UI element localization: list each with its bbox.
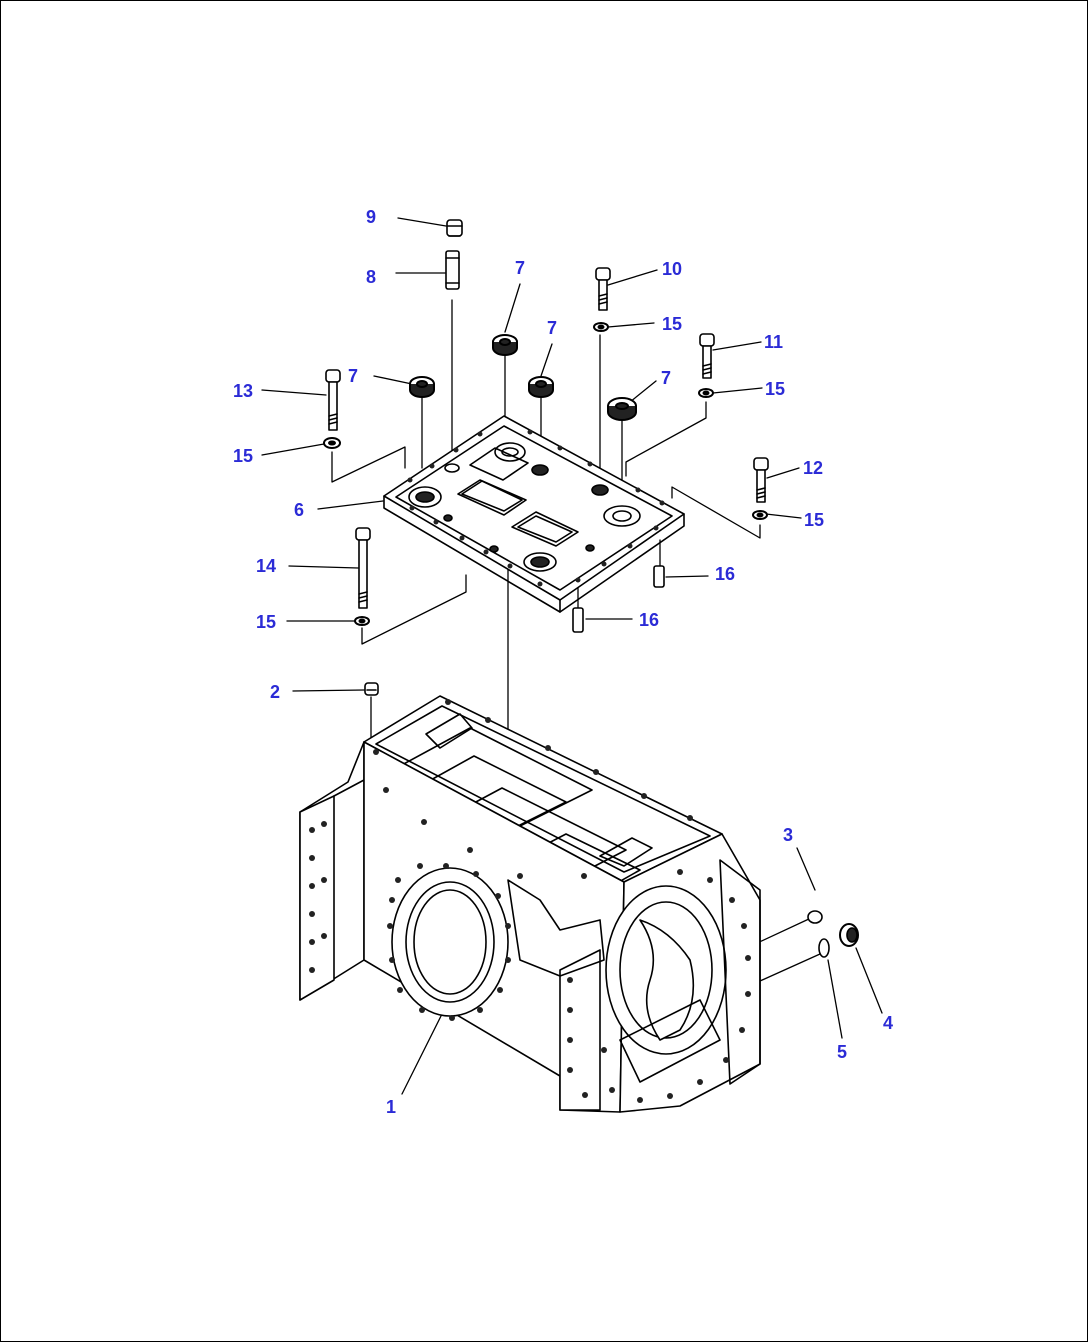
- callout-1: 1: [386, 1097, 396, 1117]
- callout-5: 5: [837, 1042, 847, 1062]
- callout-12: 12: [803, 458, 823, 478]
- callout-7: 7: [348, 366, 358, 386]
- part-seal-7: [409, 334, 637, 421]
- callout-10: 10: [662, 259, 682, 279]
- callout-9: 9: [366, 207, 376, 227]
- callout-8: 8: [366, 267, 376, 287]
- leader-lines: [261, 217, 883, 1095]
- callout-15: 15: [765, 379, 785, 399]
- callout-16: 16: [715, 564, 735, 584]
- callout-7: 7: [515, 258, 525, 278]
- part-sleeve-8: [445, 250, 460, 290]
- callout-15: 15: [256, 612, 276, 632]
- part-washers-15: [323, 322, 768, 626]
- callout-14: 14: [256, 556, 276, 576]
- callout-2: 2: [270, 682, 280, 702]
- part-plug-9: [446, 219, 463, 237]
- callout-6: 6: [294, 500, 304, 520]
- callout-16: 16: [639, 610, 659, 630]
- part-plug-2: [364, 682, 379, 696]
- callout-7: 7: [661, 368, 671, 388]
- part-plugs-3-4-5: [807, 910, 859, 958]
- callout-15: 15: [233, 446, 253, 466]
- callout-11: 11: [764, 332, 783, 352]
- callout-3: 3: [783, 825, 793, 845]
- callout-13: 13: [233, 381, 253, 401]
- callout-15: 15: [662, 314, 682, 334]
- callout-7: 7: [547, 318, 557, 338]
- callout-labels: 9 8 7 7 7 7 10 15 11 13 15 15 6 12 15 14…: [233, 207, 893, 1117]
- cover-plate-6: [383, 415, 685, 613]
- part-bolts: [325, 267, 769, 609]
- part-dowels-16: [572, 565, 665, 633]
- transmission-housing-1: [299, 695, 761, 1113]
- callout-15: 15: [804, 510, 824, 530]
- callout-4: 4: [883, 1013, 893, 1033]
